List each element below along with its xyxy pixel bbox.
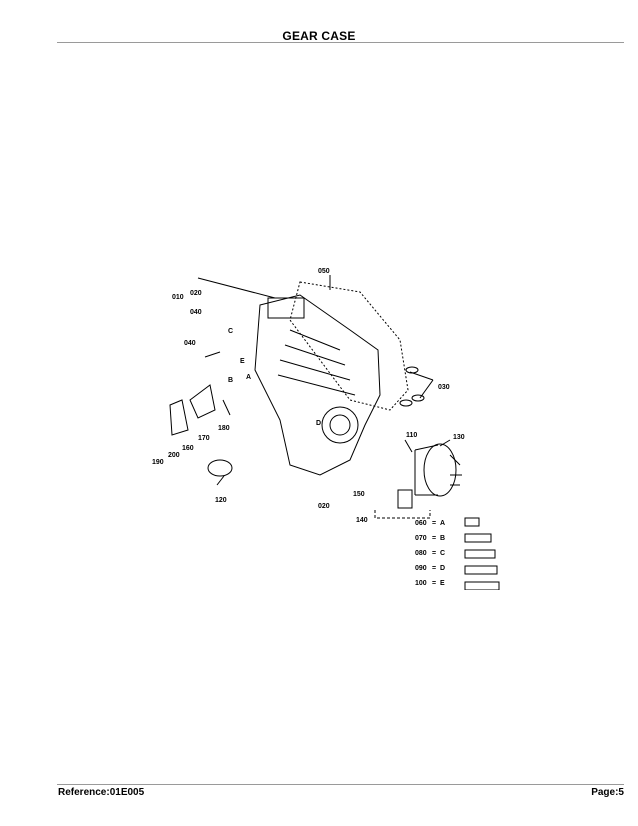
letter-c-marker: C (228, 328, 234, 335)
callout-190: 190 (152, 459, 164, 466)
legend-letter-b: B (440, 535, 446, 542)
legend-sep: = (432, 550, 437, 557)
footer-page-number: Page:5 (591, 787, 624, 798)
callout-020-top: 020 (190, 290, 202, 297)
callout-040-top: 040 (190, 309, 202, 316)
callout-160: 160 (182, 445, 194, 452)
header-rule (57, 42, 624, 43)
legend-letter-e: E (440, 580, 445, 587)
letter-e-marker: E (240, 358, 245, 365)
legend-part-080: 080 (415, 550, 427, 557)
legend-sep: = (432, 580, 437, 587)
legend-letter-d: D (440, 565, 446, 572)
legend-part-090: 090 (415, 565, 427, 572)
callout-120: 120 (215, 497, 227, 504)
letter-b-marker: B (228, 377, 234, 384)
legend-sep: = (432, 535, 437, 542)
legend-part-060: 060 (415, 520, 427, 527)
callout-170: 170 (198, 435, 210, 442)
gear-case-exploded-diagram (169, 275, 500, 590)
page-title: GEAR CASE (282, 29, 356, 43)
legend-sep: = (432, 565, 437, 572)
legend-letter-a: A (440, 520, 446, 527)
legend-part-070: 070 (415, 535, 427, 542)
callout-020: 020 (318, 503, 330, 510)
callout-150: 150 (353, 491, 365, 498)
callout-110: 110 (406, 432, 418, 439)
callout-130: 130 (453, 434, 465, 441)
letter-d-marker: D (316, 420, 322, 427)
footer-reference: Reference:01E005 (58, 787, 145, 798)
callout-010: 010 (172, 294, 184, 301)
callout-200: 200 (168, 452, 180, 459)
callout-040: 040 (184, 340, 196, 347)
callout-050: 050 (318, 268, 330, 275)
letter-a-marker: A (246, 374, 252, 381)
legend-sep: = (432, 520, 437, 527)
callout-140: 140 (356, 517, 368, 524)
legend-letter-c: C (440, 550, 446, 557)
callout-180: 180 (218, 425, 230, 432)
callout-030: 030 (438, 384, 450, 391)
legend-part-100: 100 (415, 580, 427, 587)
footer-rule (57, 784, 624, 785)
